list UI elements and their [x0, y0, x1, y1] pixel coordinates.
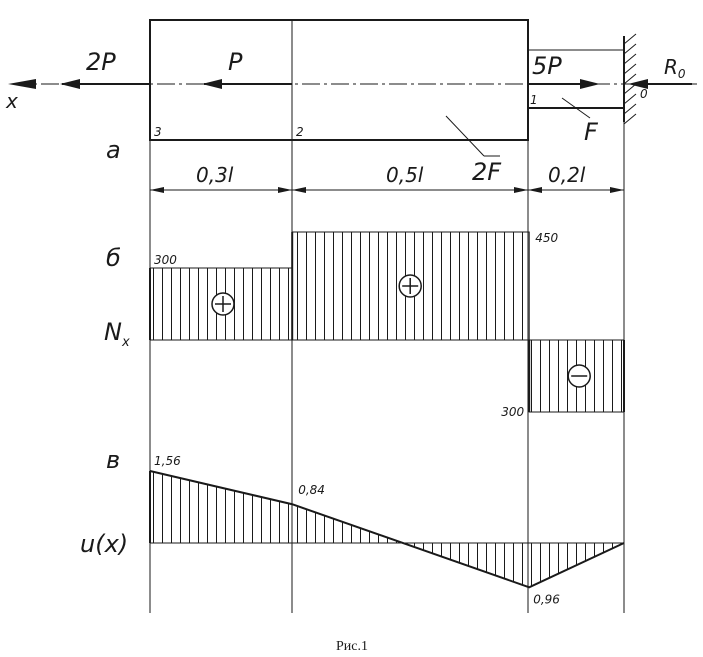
reaction-arrow	[628, 79, 692, 89]
u-area	[150, 471, 624, 588]
dimension-label-2: 0,5l	[386, 163, 424, 187]
u-value-label-3: 0,96	[533, 592, 560, 606]
dimension-label-3: 0,2l	[548, 163, 586, 187]
area-2f-label: 2F	[472, 158, 502, 186]
force-p-arrow	[202, 79, 292, 89]
dimension-line	[150, 187, 624, 193]
figure-caption: Рис.1	[336, 639, 368, 654]
bar-section-wide	[149, 19, 529, 141]
force-2p-label: 2P	[86, 48, 116, 76]
section-0-label: 0	[640, 87, 648, 101]
reaction-label: R0	[664, 55, 686, 81]
n-value-label-2: 450	[535, 231, 558, 245]
area-f-label: F	[584, 118, 599, 146]
ux-label: u(x)	[80, 530, 128, 558]
force-5p-label: 5P	[532, 52, 562, 80]
u-curve	[149, 470, 625, 589]
u-value-label-2: 0,84	[298, 483, 325, 497]
panel-b-label: б	[106, 244, 121, 272]
dimension-label-1: 0,3l	[196, 163, 234, 187]
area-f-leader	[561, 97, 591, 119]
wall-support	[623, 33, 637, 125]
axial-force-chart: 300 450 300	[149, 231, 625, 419]
section-1-label: 1	[530, 93, 538, 107]
nx-label: Nx	[104, 318, 130, 350]
u-value-label-1: 1,56	[154, 454, 181, 468]
section-3-label: 3	[154, 125, 162, 139]
n-value-label-3: 300	[501, 405, 524, 419]
area-2f-leader	[445, 115, 485, 157]
force-5p-arrow	[528, 79, 600, 89]
displacement-chart: 1,56 0,84 0,96	[149, 454, 625, 606]
axis-x-label: x	[5, 89, 18, 113]
section-2-label: 2	[296, 125, 304, 139]
panel-v-label: в	[106, 446, 120, 474]
force-p-label: P	[228, 48, 243, 76]
axis-arrowhead	[8, 79, 36, 89]
force-2p-arrow	[60, 79, 150, 89]
n-value-label-1: 300	[154, 253, 177, 267]
panel-a-label: a	[106, 136, 121, 164]
